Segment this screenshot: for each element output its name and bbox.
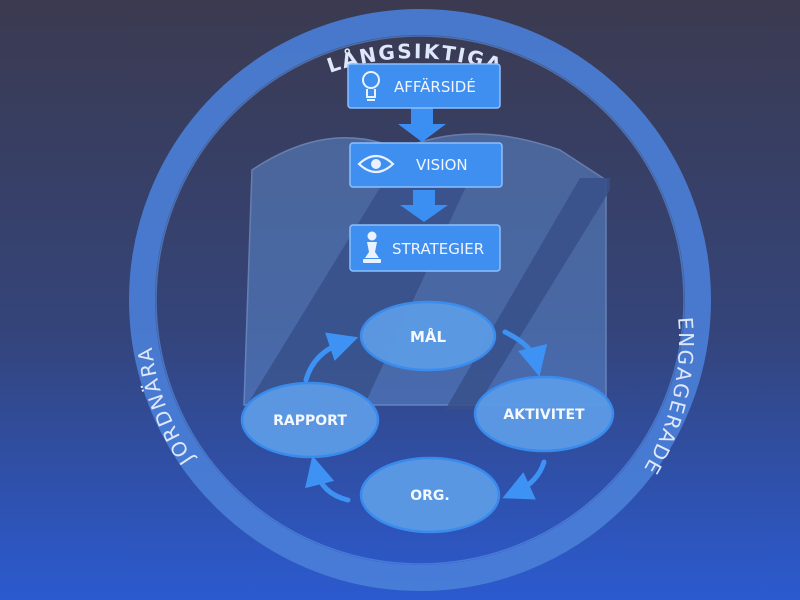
- cycle-arrow-report-to-goal: [303, 332, 359, 383]
- activity-node: AKTIVITET: [473, 375, 615, 453]
- idea-label: AFFÄRSIDÉ: [394, 77, 476, 96]
- strategy-label: STRATEGIER: [392, 240, 484, 258]
- cycle-arrow-org-to-report: [305, 455, 351, 503]
- vision-box: VISION: [349, 142, 503, 188]
- lightbulb-icon: [362, 71, 380, 101]
- cycle-arrow-activity-to-org: [502, 459, 547, 500]
- org-node: ORG.: [359, 456, 501, 534]
- arrow-vision-to-strategy: [400, 190, 448, 222]
- org-label: ORG.: [410, 488, 450, 504]
- goal-label: MÅL: [410, 327, 447, 346]
- idea-box: AFFÄRSIDÉ: [347, 63, 501, 109]
- outer-ring: [129, 9, 711, 591]
- vision-label: VISION: [416, 156, 468, 174]
- inner-ring-edge: [155, 35, 685, 565]
- chess-pawn-icon: [363, 231, 381, 263]
- report-label: RAPPORT: [273, 413, 347, 429]
- eye-icon: [357, 154, 395, 174]
- cycle-arrow-goal-to-activity: [502, 329, 548, 377]
- arrow-idea-to-vision: [398, 108, 446, 142]
- cycle-arrows: [303, 329, 548, 503]
- goal-node: MÅL: [359, 300, 497, 372]
- activity-label: AKTIVITET: [503, 407, 585, 423]
- strategy-box: STRATEGIER: [349, 224, 501, 272]
- report-node: RAPPORT: [240, 381, 380, 459]
